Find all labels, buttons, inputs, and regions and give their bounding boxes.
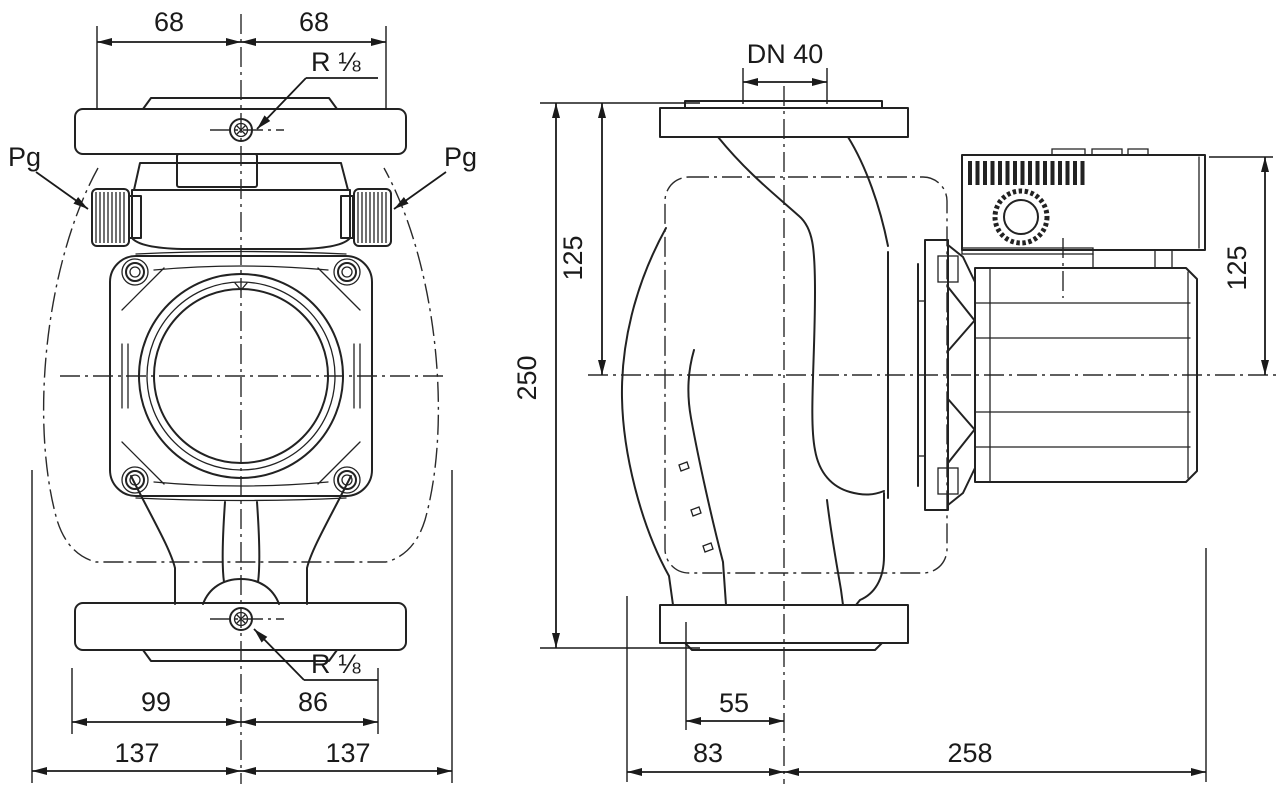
rib-marks	[678, 461, 714, 553]
box-top-tabs	[1051, 148, 1149, 156]
dim-text-137-left: 137	[114, 738, 159, 768]
box-body	[961, 154, 1206, 251]
dim-text-68-right: 68	[299, 7, 329, 37]
vent-screw-outer	[229, 118, 253, 142]
flange-raised-face	[142, 97, 338, 110]
vent-screw-slot-icon	[235, 124, 247, 136]
leader-vent-top	[256, 77, 307, 130]
stator-bore-mid	[146, 281, 336, 471]
vent-screw-inner	[233, 122, 249, 138]
front-bottom	[74, 475, 407, 662]
bottom-vent-screw-outer	[229, 607, 253, 631]
volute-inner-wall	[687, 349, 727, 606]
dim-text-55: 55	[719, 688, 749, 718]
dim-text-125-right: 125	[1222, 245, 1252, 290]
side-centerlines	[588, 86, 1278, 784]
motor-housing-steps	[974, 267, 1191, 483]
side-flanges	[659, 100, 909, 651]
box-body	[131, 189, 351, 250]
side-view: DN 40 250 125 125 55 83 258	[512, 39, 1278, 784]
swept-housing-outline	[42, 167, 440, 563]
label-vent-bottom: R ⅛	[311, 649, 361, 679]
label-vent-top: R ⅛	[311, 47, 361, 77]
clamp-plate	[924, 239, 949, 511]
clamp-screw-bottom	[937, 467, 959, 495]
dim-text-dn40: DN 40	[747, 39, 824, 69]
side-rails	[121, 343, 361, 409]
front-view: 68 68 R ⅛ Pg Pg R ⅛ 99 86 137 137	[8, 7, 477, 784]
bottom-screw-slot-icon	[235, 613, 247, 625]
label-gland-left: Pg	[8, 142, 41, 172]
dim-text-86: 86	[298, 687, 328, 717]
clamp-screw-top	[937, 255, 959, 283]
corner-chamfers	[121, 267, 361, 485]
speed-selector-knob-knurl	[992, 188, 1050, 246]
bottom-flange-slab	[659, 604, 909, 644]
spigot	[917, 300, 926, 457]
vent-slats	[968, 161, 1085, 185]
speed-selector-knob	[1003, 199, 1039, 235]
bore-notch	[234, 282, 248, 291]
bottom-raised-face	[684, 642, 883, 651]
volute-left-bulge	[620, 227, 674, 606]
leader-gland-left	[35, 171, 89, 210]
bottom-raised-face	[142, 649, 338, 662]
extension-lines	[31, 26, 453, 783]
dim-text-68-left: 68	[154, 7, 184, 37]
pump-neck	[130, 475, 352, 605]
front-motor-flange	[109, 250, 373, 502]
side-dimensions: DN 40 250 125 125 55 83 258	[512, 39, 1273, 782]
gland-knurl-right	[357, 192, 387, 243]
conduit	[1154, 249, 1173, 269]
side-terminal-box	[961, 148, 1206, 269]
front-terminal-box	[91, 153, 392, 250]
front-dimensions: 68 68 R ⅛ Pg Pg R ⅛ 99 86 137 137	[8, 7, 477, 783]
dim-text-99: 99	[141, 687, 171, 717]
gland-knurl-left	[95, 192, 125, 243]
box-lip	[961, 247, 1094, 255]
front-centerlines	[42, 14, 444, 784]
bottom-vent-screw-inner	[233, 611, 249, 627]
box-lid-raised	[176, 153, 258, 188]
stator-bore-inner	[153, 288, 329, 464]
pump-foot	[826, 492, 885, 606]
box-lid	[133, 162, 349, 191]
dim-text-258: 258	[947, 738, 992, 768]
side-pump-body	[620, 136, 889, 606]
dim-text-83: 83	[693, 738, 723, 768]
gland-collar-right	[340, 195, 354, 239]
corner-screws	[121, 258, 361, 494]
bottom-flange-slab	[74, 602, 407, 651]
volute-shoulder	[847, 136, 889, 247]
motor-flange-plate	[109, 255, 373, 497]
leader-gland-right	[393, 171, 447, 210]
leader-vent-bottom	[253, 628, 305, 681]
volute-main-curve	[717, 136, 885, 496]
flange-bands	[135, 250, 347, 502]
stator-bore-outer	[138, 273, 344, 479]
top-flange-slab	[659, 107, 909, 138]
gland-collar-left	[128, 195, 142, 239]
dim-text-137-right: 137	[325, 738, 370, 768]
dim-text-250: 250	[512, 355, 542, 400]
extension-lines	[540, 68, 1273, 782]
dim-text-125-left: 125	[558, 235, 588, 280]
label-gland-right: Pg	[444, 142, 477, 172]
